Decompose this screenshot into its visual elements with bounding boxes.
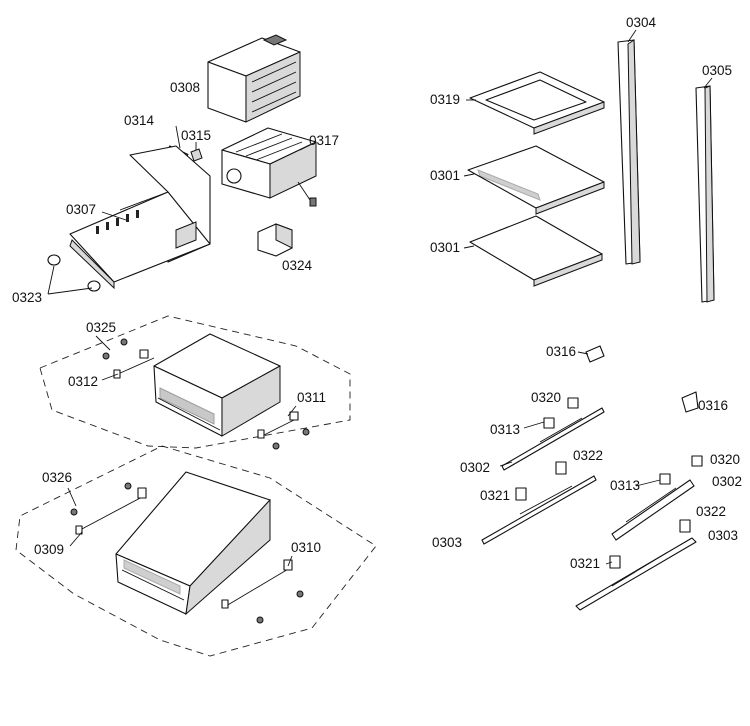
- callout-0309: 0309: [34, 542, 64, 557]
- callout-0312: 0312: [68, 374, 98, 389]
- screws-lower: [70, 482, 304, 624]
- callout-0302-b: 0302: [712, 474, 742, 489]
- callout-0320-b: 0320: [710, 452, 740, 467]
- slide-0312: [113, 349, 155, 379]
- callout-0322-a: 0322: [573, 448, 603, 463]
- drawer-assembly-0326-boundary: [15, 445, 377, 657]
- callout-0316-b: 0316: [698, 398, 728, 413]
- callout-0323: 0323: [12, 290, 42, 305]
- part-0319-shelf-frame: [469, 71, 605, 135]
- part-0321-cap-b: [609, 555, 621, 569]
- part-0315-clip: [190, 148, 203, 162]
- callout-0303-b: 0303: [708, 528, 738, 543]
- callout-labels: 0308 0314 0315 0317 0307 0324 0323 0319 …: [12, 15, 742, 571]
- callout-0303-a: 0303: [432, 535, 462, 550]
- callout-0321-b: 0321: [570, 556, 600, 571]
- part-0301-shelf-lower: [469, 215, 603, 287]
- part-0320-cap-b: [691, 455, 703, 467]
- callout-0308: 0308: [170, 80, 200, 95]
- callout-0310: 0310: [291, 540, 321, 555]
- part-0302-rail-a: [501, 407, 605, 471]
- part-0316-clip-b: [681, 391, 699, 413]
- part-0313-cap-a: [543, 417, 555, 429]
- part-0320-cap-a: [567, 397, 579, 409]
- callout-0315: 0315: [181, 128, 211, 143]
- callout-0317: 0317: [309, 133, 339, 148]
- callout-0319: 0319: [430, 92, 460, 107]
- part-0324-block: [257, 223, 293, 257]
- callout-0321-a: 0321: [480, 488, 510, 503]
- callout-0301-upper: 0301: [430, 168, 460, 183]
- callout-0325: 0325: [86, 320, 116, 335]
- callout-0314: 0314: [124, 113, 155, 128]
- callout-0322-b: 0322: [696, 504, 726, 519]
- callout-0324: 0324: [282, 258, 313, 273]
- callout-0307: 0307: [66, 202, 96, 217]
- part-0321-cap-a: [515, 487, 527, 501]
- part-0313-cap-b: [659, 473, 671, 485]
- part-0322-cap-a: [555, 461, 567, 475]
- leader-lines: [47, 29, 713, 567]
- part-0322-cap-b: [679, 519, 691, 533]
- part-0317-icemaker: [221, 127, 317, 207]
- part-0307-frame: [69, 145, 211, 290]
- screws-upper: [102, 338, 310, 450]
- part-0304-rail: [617, 39, 641, 265]
- callout-0311: 0311: [297, 390, 326, 405]
- part-0301-shelf-upper: [467, 145, 605, 215]
- slide-0309: [75, 487, 147, 535]
- drawer-lower: [115, 471, 271, 616]
- part-0303-rail-a: [481, 475, 597, 545]
- part-0302-rail-b: [611, 479, 695, 541]
- part-0308-housing: [207, 34, 301, 123]
- part-0316-clip-a: [585, 345, 605, 363]
- callout-0326: 0326: [42, 470, 72, 485]
- callout-0316-a: 0316: [546, 344, 576, 359]
- callout-0301-lower: 0301: [430, 240, 460, 255]
- drawer-assembly-0325-boundary: [39, 315, 351, 449]
- part-0305-rail: [695, 85, 715, 303]
- slide-0311: [257, 411, 299, 439]
- callout-0320-a: 0320: [531, 390, 561, 405]
- drawer-upper: [153, 333, 281, 437]
- frame-slots: [96, 210, 139, 234]
- callout-0302-a: 0302: [460, 460, 490, 475]
- callout-0313-b: 0313: [610, 478, 640, 493]
- callout-0304: 0304: [626, 15, 657, 30]
- callout-0313-a: 0313: [490, 422, 520, 437]
- callout-0305: 0305: [702, 63, 732, 78]
- part-0303-rail-b: [575, 537, 697, 611]
